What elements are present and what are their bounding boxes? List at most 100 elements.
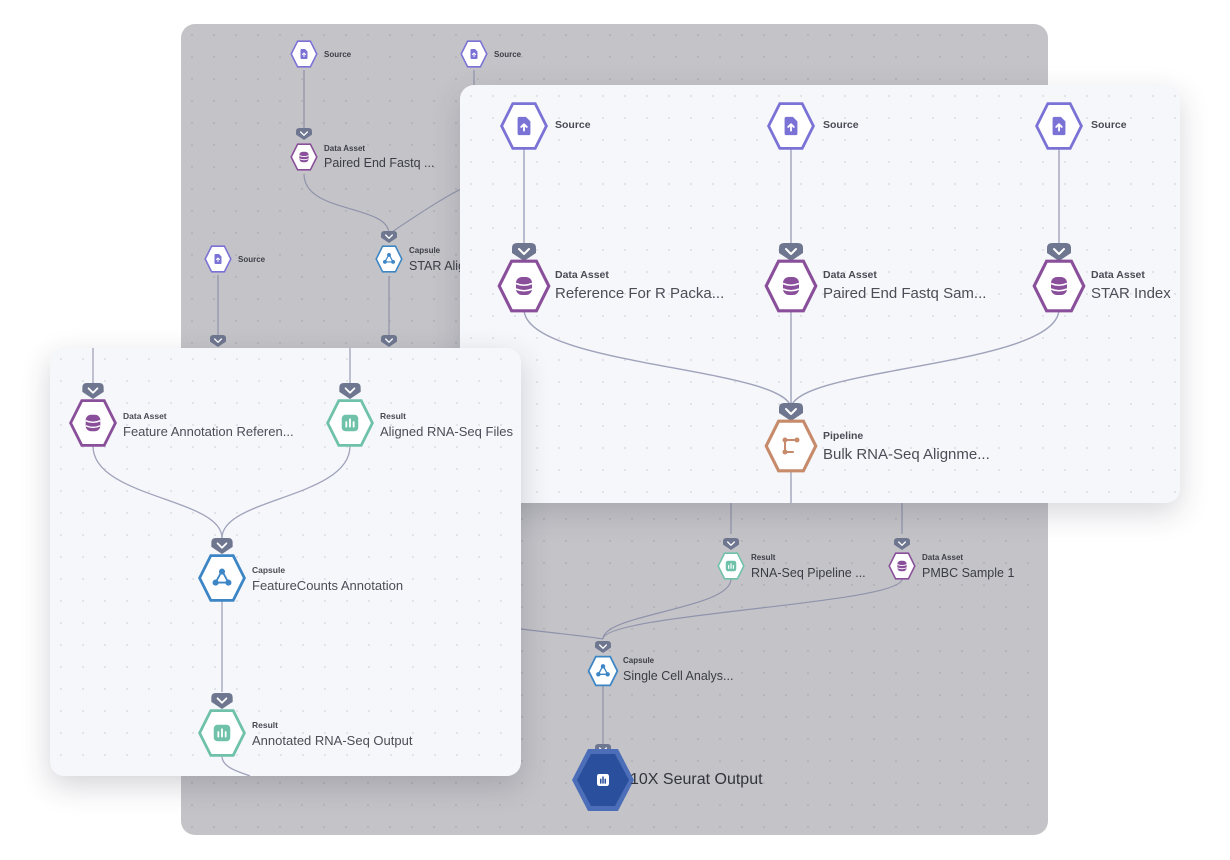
data-asset-node-star-index[interactable] (1032, 259, 1086, 313)
pipeline-graph (497, 102, 1086, 503)
node-type-label: Result (252, 720, 278, 730)
data-asset-node-feature-annotation[interactable] (69, 399, 117, 447)
node-name-label: Bulk RNA-Seq Alignme... (823, 446, 990, 463)
chevron-down-icon[interactable] (211, 693, 233, 709)
node-type-label: Result (380, 411, 406, 421)
file-upload-icon (214, 253, 222, 265)
source-node-2[interactable] (767, 102, 815, 150)
node-name-label: Annotated RNA-Seq Output (252, 733, 413, 748)
data-asset-node-paired-end[interactable] (764, 259, 818, 313)
bar-chart-icon (212, 723, 232, 743)
node-name-label: Single Cell Analys... (623, 669, 734, 683)
edge (388, 188, 462, 235)
bar-chart-icon (596, 773, 610, 787)
chevron-down-icon[interactable] (779, 243, 803, 261)
bg-final-output-node[interactable] (572, 749, 634, 811)
chevron-down-icon[interactable] (723, 538, 739, 550)
edge (303, 173, 390, 235)
file-upload-icon (470, 48, 478, 60)
chevron-down-icon[interactable] (296, 128, 312, 140)
chevron-down-icon[interactable] (595, 641, 611, 653)
pipeline-node[interactable] (764, 419, 818, 473)
result-node-aligned-files[interactable] (326, 399, 374, 447)
node-name-label: PMBC Sample 1 (922, 566, 1015, 580)
chevron-down-icon[interactable] (894, 538, 910, 550)
edge (602, 578, 903, 640)
source-label: Source (1091, 119, 1127, 131)
file-upload-icon (783, 115, 799, 137)
node-name-label: RNA-Seq Pipeline ... (751, 566, 866, 580)
database-icon (782, 276, 800, 296)
pipeline-card: Source Source Source Data Asset Referenc… (460, 85, 1180, 503)
source-label: Source (238, 255, 266, 264)
node-type-label: Data Asset (922, 553, 964, 562)
node-type-label: Data Asset (123, 411, 167, 421)
node-type-label: Data Asset (1091, 269, 1145, 281)
hexagon-shape (587, 655, 619, 687)
source-label: Source (555, 119, 591, 131)
chevron-down-icon[interactable] (210, 335, 226, 347)
chevron-down-icon[interactable] (381, 335, 397, 347)
background-graph (204, 40, 916, 811)
database-icon (896, 560, 908, 572)
edge (520, 628, 604, 640)
bg-source-node-2[interactable] (460, 40, 488, 68)
chevron-down-icon[interactable] (1047, 243, 1071, 261)
pipeline-edges (523, 149, 1060, 503)
result-node-annotated-output[interactable] (198, 709, 246, 757)
node-type-label: Data Asset (555, 269, 609, 281)
edge (790, 308, 1060, 410)
bg-source-node-3[interactable] (204, 245, 232, 273)
database-icon (515, 276, 533, 296)
chevron-down-icon[interactable] (82, 383, 104, 399)
bg-capsule-star[interactable] (375, 245, 403, 273)
bg-data-asset-paired-end[interactable] (290, 143, 318, 171)
node-type-label: Pipeline (823, 430, 864, 442)
node-name-label: STAR Index (1091, 285, 1171, 302)
chevron-down-icon[interactable] (381, 231, 397, 243)
node-type-label: Capsule (409, 246, 441, 255)
chevron-down-icon[interactable] (339, 383, 361, 399)
hexagon-shape (764, 419, 818, 473)
capsule-graph (69, 348, 374, 776)
node-type-label: Data Asset (324, 144, 366, 153)
chevron-down-icon[interactable] (512, 243, 536, 261)
database-icon (1050, 276, 1068, 296)
bg-capsule-single-cell[interactable] (587, 655, 619, 687)
node-name-label: Paired End Fastq Sam... (823, 285, 987, 302)
node-type-label: Data Asset (823, 269, 877, 281)
source-label: Source (823, 119, 859, 131)
hexagon-shape (198, 554, 246, 602)
chevron-down-icon[interactable] (211, 538, 233, 554)
hexagon-shape (375, 245, 403, 273)
edge (221, 755, 251, 776)
bg-data-asset-pmbc[interactable] (888, 552, 916, 580)
edge (221, 445, 351, 539)
source-label: Source (324, 50, 352, 59)
node-type-label: Result (751, 553, 776, 562)
final-output-label: 10X Seurat Output (630, 771, 763, 788)
capsule-node-featurecounts[interactable] (198, 554, 246, 602)
bg-result-rnaseq[interactable] (717, 552, 745, 580)
background-edges (217, 70, 903, 744)
bg-source-node-1[interactable] (290, 40, 318, 68)
edge (523, 308, 792, 410)
bar-chart-icon (725, 560, 737, 572)
node-name-label: STAR Alig (409, 259, 466, 273)
chevron-down-icon[interactable] (779, 403, 803, 421)
node-name-label: FeatureCounts Annotation (252, 578, 404, 593)
database-icon (298, 151, 310, 163)
capsule-edges (92, 348, 351, 776)
source-node-1[interactable] (500, 102, 548, 150)
source-node-3[interactable] (1035, 102, 1083, 150)
edge (602, 578, 732, 640)
node-name-label: Paired End Fastq ... (324, 156, 435, 170)
database-icon (84, 414, 102, 432)
source-label: Source (494, 50, 522, 59)
node-type-label: Capsule (252, 565, 286, 575)
file-upload-icon (516, 115, 532, 137)
file-upload-icon (1051, 115, 1067, 137)
data-asset-node-reference[interactable] (497, 259, 551, 313)
node-name-label: Feature Annotation Referen... (123, 424, 294, 439)
edge (92, 445, 223, 539)
